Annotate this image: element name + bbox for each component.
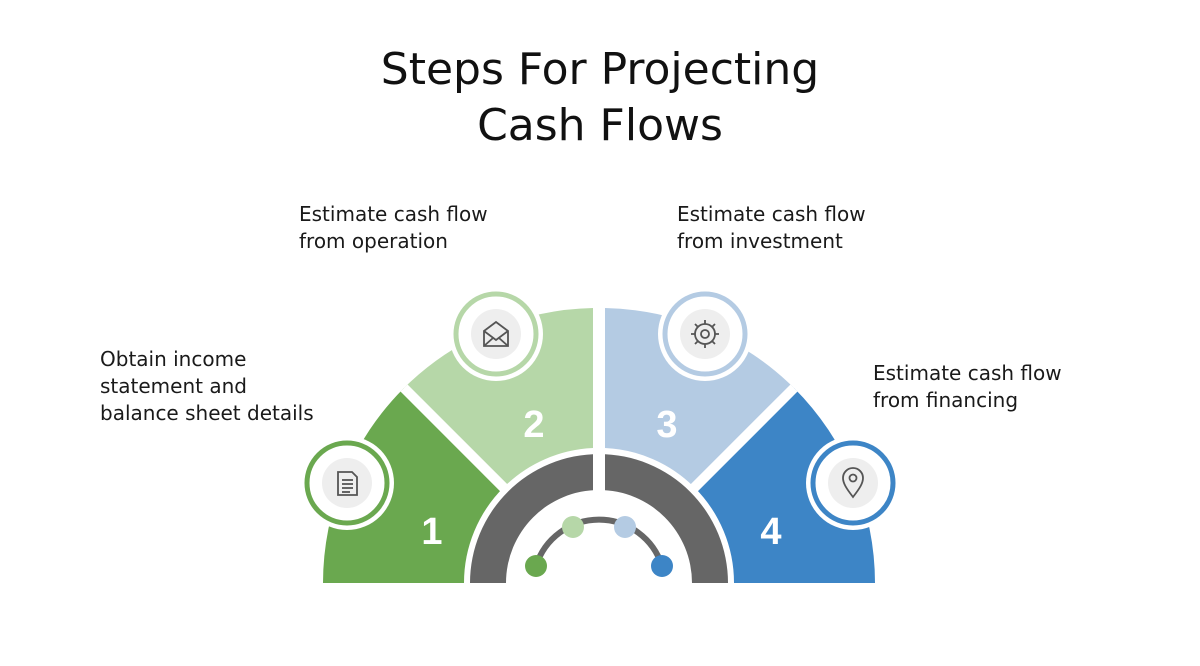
step-1-label-line: statement and xyxy=(100,374,247,398)
step-1-segment xyxy=(323,388,504,583)
step-4-label: Estimate cash flow from financing xyxy=(873,360,1103,414)
segment-divider xyxy=(595,384,798,587)
step-3-number: 3 xyxy=(656,404,677,446)
step-1-number: 1 xyxy=(421,511,442,553)
page-title: Steps For Projecting Cash Flows xyxy=(0,42,1200,154)
step-3-badge xyxy=(658,287,752,381)
envelope-icon xyxy=(483,320,509,347)
progress-dot-1 xyxy=(525,555,547,577)
step-2-badge xyxy=(449,287,543,381)
step-3-label: Estimate cash flow from investment xyxy=(677,201,907,255)
step-2-label-line: Estimate cash flow xyxy=(299,202,488,226)
document-icon xyxy=(337,471,358,496)
progress-dot-4 xyxy=(651,555,673,577)
location-pin-icon xyxy=(842,467,864,499)
progress-dot-3 xyxy=(614,516,636,538)
step-4-segment xyxy=(694,388,875,583)
step-1-label-line: Obtain income xyxy=(100,347,247,371)
step-4-label-line: Estimate cash flow xyxy=(873,361,1062,385)
step-1-badge xyxy=(300,436,394,530)
step-1-label: Obtain income statement and balance shee… xyxy=(100,346,330,427)
step-2-number: 2 xyxy=(523,404,544,446)
step-4-label-line: from financing xyxy=(873,388,1019,412)
step-4-number: 4 xyxy=(760,511,781,553)
step-3-label-line: Estimate cash flow xyxy=(677,202,866,226)
step-2-label-line: from operation xyxy=(299,229,448,253)
title-line-2: Cash Flows xyxy=(477,100,723,151)
segment-divider xyxy=(400,384,603,587)
hub-ring xyxy=(470,454,728,583)
gear-icon xyxy=(691,320,719,348)
step-3-label-line: from investment xyxy=(677,229,843,253)
progress-dot-2 xyxy=(562,516,584,538)
title-line-1: Steps For Projecting xyxy=(380,44,820,95)
step-4-badge xyxy=(806,436,900,530)
step-1-label-line: balance sheet details xyxy=(100,401,314,425)
inner-arc xyxy=(533,516,665,567)
step-2-label: Estimate cash flow from operation xyxy=(299,201,529,255)
step-2-segment xyxy=(404,308,593,487)
